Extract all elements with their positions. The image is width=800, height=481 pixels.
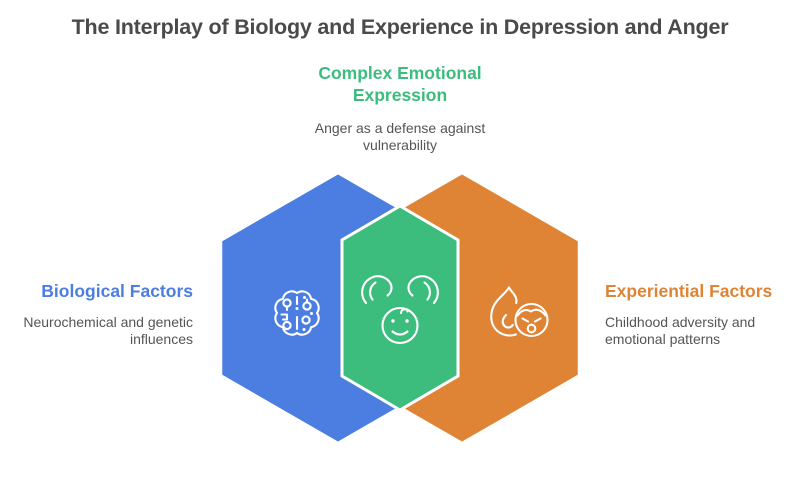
center-description: Anger as a defense against vulnerability	[314, 120, 486, 153]
right-description: Childhood adversity and emotional patter…	[605, 314, 756, 347]
right-label: Experiential Factors Childhood adversity…	[605, 280, 800, 348]
center-label: Complex Emotional Expression Anger as a …	[288, 62, 512, 154]
left-heading: Biological Factors	[41, 281, 193, 301]
left-label: Biological Factors Neurochemical and gen…	[0, 280, 193, 348]
protective-hands-child-icon	[361, 275, 439, 345]
left-description: Neurochemical and genetic influences	[23, 314, 193, 347]
circuit-brain-icon	[274, 290, 320, 336]
right-heading: Experiential Factors	[605, 281, 773, 301]
angry-child-flame-icon	[490, 286, 549, 338]
page-title: The Interplay of Biology and Experience …	[71, 15, 729, 39]
center-heading: Complex Emotional Expression	[318, 63, 482, 105]
